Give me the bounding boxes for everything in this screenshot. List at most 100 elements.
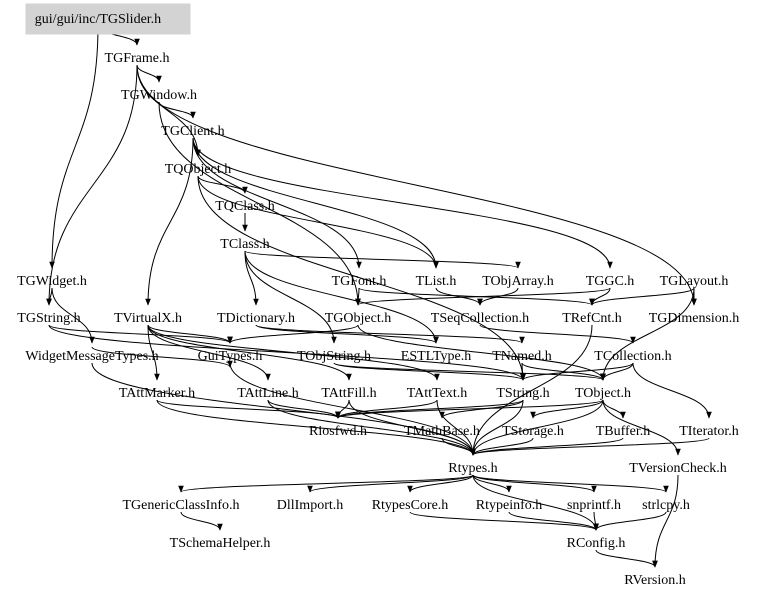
graph-node[interactable]: RVersion.h <box>624 573 686 588</box>
edge-TVirtualX-to-TAttFill <box>147 324 352 381</box>
edge-TNamed-to-TString <box>520 362 526 381</box>
graph-node[interactable]: TGWindow.h <box>121 88 197 103</box>
graph-node[interactable]: TGFrame.h <box>105 51 170 66</box>
graph-node[interactable]: TBuffer.h <box>596 424 651 439</box>
edge-TString-to-Rtypes <box>470 399 524 456</box>
graph-node[interactable]: TAttFill.h <box>321 386 376 401</box>
node-label: TNamed.h <box>492 349 551 364</box>
graph-node[interactable]: ESTLType.h <box>401 349 471 364</box>
node-label: TGObject.h <box>325 311 391 326</box>
graph-node[interactable]: TDictionary.h <box>217 311 295 326</box>
node-label: TGenericClassInfo.h <box>122 498 239 513</box>
edge-TGClient-to-TVirtualX <box>145 137 194 306</box>
edge-TCollection-to-TObject <box>600 362 634 381</box>
node-label: TQClass.h <box>215 199 275 214</box>
node-label: TList.h <box>416 274 457 289</box>
graph-node[interactable]: TQObject.h <box>165 162 231 177</box>
node-label: TVersionCheck.h <box>629 461 727 476</box>
node-label: TDictionary.h <box>217 311 295 326</box>
graph-node[interactable]: TObjArray.h <box>482 274 554 289</box>
graph-node[interactable]: TSchemaHelper.h <box>170 536 271 551</box>
edge-TString-to-Riosfwd <box>335 399 524 419</box>
edge-TObjString-to-TString <box>333 362 526 381</box>
node-label: TBuffer.h <box>596 424 651 439</box>
edge-Rtypes-to-Rtypeinfo <box>472 474 512 493</box>
edge-TQObject-to-TString <box>197 175 526 381</box>
edge-TClass-to-ESTLType <box>244 250 439 344</box>
graph-node[interactable]: Rtypes.h <box>448 461 497 476</box>
root-node[interactable]: gui/gui/inc/TGSlider.h <box>25 3 191 35</box>
edge-TIterator-to-Rtypes <box>470 437 710 456</box>
edge-Rtypes-to-DllImport <box>307 474 474 493</box>
graph-node[interactable]: TAttLine.h <box>237 386 298 401</box>
node-label: TGFont.h <box>332 274 387 289</box>
graph-node[interactable]: TClass.h <box>220 237 269 252</box>
edge-TGString-to-GuiTypes <box>48 324 233 344</box>
graph-node[interactable]: Rtypeinfo.h <box>476 498 543 513</box>
graph-node[interactable]: TString.h <box>496 386 549 401</box>
edge-TAttMarker-to-Rtypes <box>156 399 476 456</box>
node-label: WidgetMessageTypes.h <box>25 349 158 364</box>
graph-node[interactable]: TMathBase.h <box>404 424 480 439</box>
graph-node[interactable]: TGWidget.h <box>17 274 87 289</box>
node-label: TStorage.h <box>502 424 564 439</box>
edge-TDictionary-to-ESTLType <box>255 324 439 344</box>
edge-TVirtualX-to-TAttMarker <box>147 324 160 381</box>
node-label: TGFrame.h <box>105 51 170 66</box>
graph-node[interactable]: RtypesCore.h <box>372 498 449 513</box>
graph-node[interactable]: TAttMarker.h <box>119 386 195 401</box>
graph-node[interactable]: TGClient.h <box>161 124 224 139</box>
edge-TAttMarker-to-Riosfwd <box>156 399 341 419</box>
graph-node[interactable]: TGString.h <box>17 311 80 326</box>
graph-node[interactable]: TCollection.h <box>594 349 671 364</box>
graph-node[interactable]: GuiTypes.h <box>198 349 263 364</box>
edge-TObjArray-to-TSeqCollection <box>477 287 519 306</box>
edge-TGFrame-to-TGWindow <box>136 64 162 83</box>
node-label: gui/gui/inc/TGSlider.h <box>35 12 161 27</box>
edge-TObject-to-TStorage <box>530 399 604 419</box>
node-label: TAttMarker.h <box>119 386 195 401</box>
node-label: TAttLine.h <box>237 386 298 401</box>
graph-node[interactable]: Riosfwd.h <box>309 424 367 439</box>
graph-node[interactable]: TGObject.h <box>325 311 391 326</box>
node-label: TRefCnt.h <box>562 311 622 326</box>
edge-TCollection-to-TIterator <box>632 362 712 419</box>
graph-node[interactable]: TObject.h <box>575 386 631 401</box>
graph-node[interactable]: strlcpy.h <box>642 498 690 513</box>
graph-node[interactable]: WidgetMessageTypes.h <box>25 349 158 364</box>
graph-node[interactable]: TStorage.h <box>502 424 564 439</box>
edge-snprintf-to-RConfig <box>593 511 599 531</box>
edge-TQObject-to-TList <box>197 175 439 269</box>
edge-TClass-to-TObjString <box>244 250 337 344</box>
node-label: ESTLType.h <box>401 349 471 364</box>
edge-TGenericClassInfo-to-TSchemaHelper <box>180 511 223 531</box>
graph-node[interactable]: TRefCnt.h <box>562 311 622 326</box>
graph-node[interactable]: TAttText.h <box>407 386 468 401</box>
graph-node[interactable]: TGFont.h <box>332 274 387 289</box>
edge-TVirtualX-to-TAttLine <box>147 324 271 381</box>
graph-node[interactable]: RConfig.h <box>567 536 626 551</box>
edge-TCollection-to-TString <box>520 362 634 381</box>
graph-node[interactable]: DllImport.h <box>277 498 344 513</box>
edge-TDictionary-to-TNamed <box>255 324 525 344</box>
graph-node[interactable]: TIterator.h <box>679 424 738 439</box>
graph-node[interactable]: TVirtualX.h <box>114 311 182 326</box>
node-label: TGLayout.h <box>660 274 729 289</box>
graph-node[interactable]: TGDimension.h <box>649 311 740 326</box>
graph-node[interactable]: TQClass.h <box>215 199 275 214</box>
graph-node[interactable]: TNamed.h <box>492 349 551 364</box>
edge-root-to-TGWidget <box>49 25 99 269</box>
edge-TGWindow-to-TGClient <box>158 101 196 119</box>
graph-node[interactable]: TSeqCollection.h <box>431 311 529 326</box>
graph-node[interactable]: TObjString.h <box>297 349 371 364</box>
graph-node[interactable]: TGenericClassInfo.h <box>122 498 239 513</box>
graph-node[interactable]: snprintf.h <box>567 498 621 513</box>
edge-strlcpy-to-RConfig <box>593 511 667 531</box>
graph-node[interactable]: TGLayout.h <box>660 274 729 289</box>
graph-node[interactable]: TVersionCheck.h <box>629 461 727 476</box>
node-label: TGClient.h <box>161 124 224 139</box>
edge-Rtypes-to-snprintf <box>472 474 597 493</box>
graph-node[interactable]: TList.h <box>416 274 457 289</box>
graph-node[interactable]: TGGC.h <box>586 274 635 289</box>
